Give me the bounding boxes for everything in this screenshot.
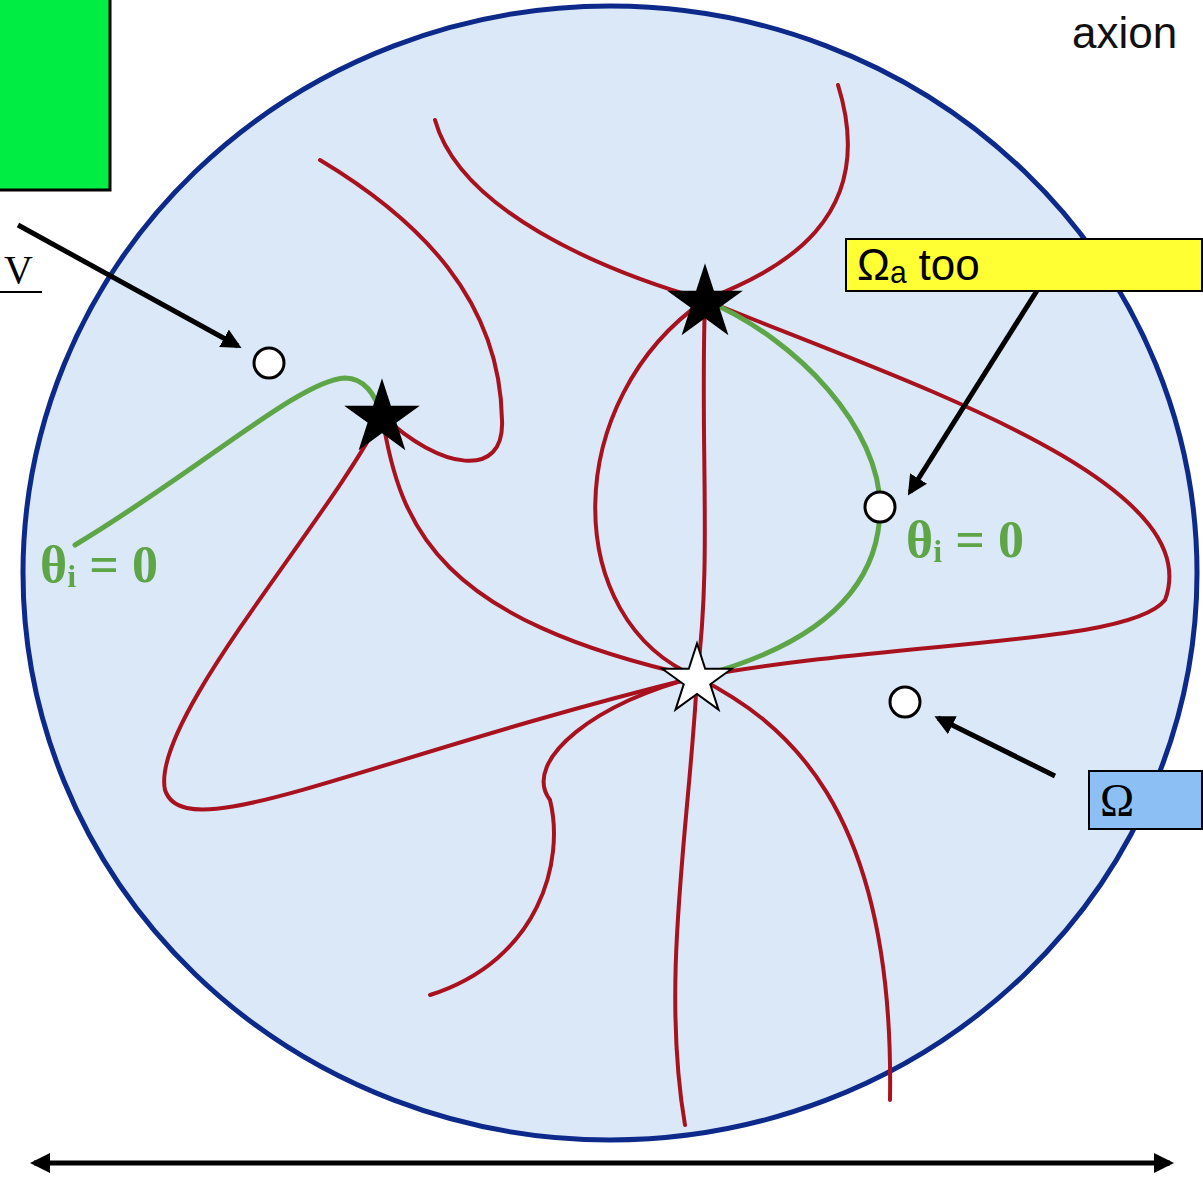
callout-box: Ωₐ too [845,238,1203,292]
pointer-arrow [18,225,238,346]
horizon-circle [23,6,1197,1140]
string-star [347,381,417,447]
patch-circle [890,687,920,717]
green-line [697,300,880,677]
domain-wall [75,300,880,677]
string [697,300,705,677]
callout-text: Ωₐ too [857,240,980,290]
string [705,85,848,300]
callout-box: Ω [1088,770,1203,830]
theta-label: θᵢ = 0 [40,535,158,594]
green-line [75,378,382,545]
string [697,677,890,1100]
unit-label: V [4,246,33,293]
string [435,120,705,300]
pointer-arrow [910,278,1045,492]
string [430,677,697,995]
pointer-arrow [938,718,1055,776]
string [382,415,697,677]
patches [254,348,920,717]
string [697,300,1169,677]
green-box [0,0,110,190]
pointer-arrows [18,225,1170,1163]
string [164,415,697,810]
patch-circle [865,492,895,522]
patch-circle [254,348,284,378]
string-star [670,266,740,332]
theta-label: θᵢ = 0 [906,510,1024,569]
string-star [662,643,732,709]
scale-arrow [34,1161,1170,1166]
string [320,160,502,461]
string [675,677,697,1125]
axion-label: axion [1072,8,1177,58]
callout-text: Ω [1100,774,1134,827]
string [595,300,705,677]
